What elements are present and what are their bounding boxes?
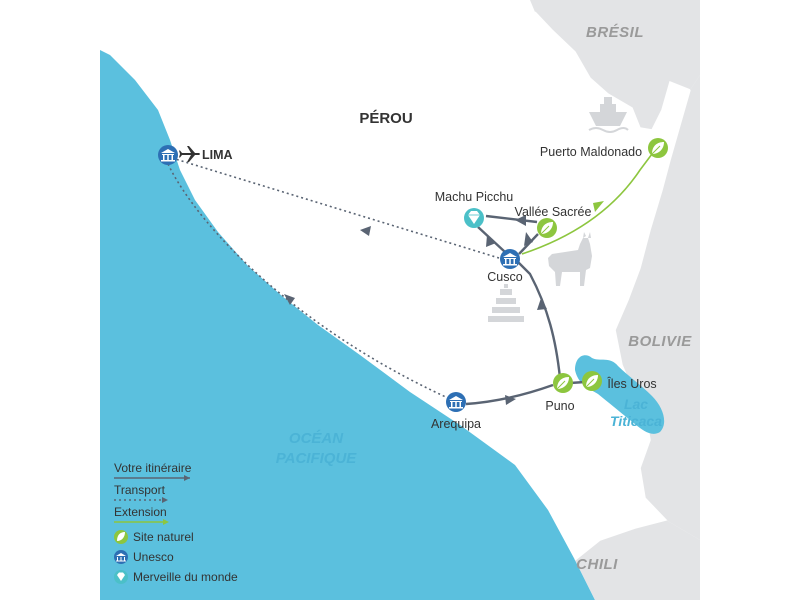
- border-line: [534, 11, 691, 131]
- legend-transport-arrow: [162, 497, 168, 503]
- legend-transport-label: Transport: [114, 483, 166, 497]
- lake-label: Lac: [624, 396, 648, 412]
- inca-ruins-icon: [488, 284, 524, 322]
- lake-label: Titicaca: [610, 413, 662, 429]
- place-label-puno: Puno: [545, 399, 574, 413]
- place-label-lima: LIMA: [202, 148, 233, 162]
- route-itinerary-vallee-machu: [485, 214, 538, 224]
- place-label-puerto-maldonado: Puerto Maldonado: [540, 145, 642, 159]
- country-label-brazil: BRÉSIL: [586, 24, 644, 41]
- boat-icon: [588, 97, 629, 133]
- route-extension-cusco-maldonado: [521, 149, 656, 255]
- unesco-icon: [158, 145, 178, 165]
- country-label-peru: PÉROU: [359, 110, 412, 127]
- direction-arrow: [284, 294, 295, 305]
- legend-extension-label: Extension: [114, 505, 167, 519]
- place-label-iles-uros: Îles Uros: [606, 376, 656, 391]
- brazil-region: [530, 0, 700, 130]
- place-label-machu-picchu: Machu Picchu: [435, 190, 514, 204]
- diamond-icon: [464, 208, 484, 228]
- direction-arrow: [593, 201, 604, 212]
- place-label-arequipa: Arequipa: [431, 417, 481, 431]
- leaf-icon: [537, 218, 557, 238]
- country-label-bolivia: BOLIVIE: [628, 333, 692, 350]
- bolivia-region: [615, 75, 700, 540]
- legend-extension-arrow: [163, 519, 169, 525]
- legend-wonder-label: Merveille du monde: [133, 570, 238, 584]
- place-label-vallee-sacree: Vallée Sacrée: [515, 205, 592, 219]
- legend-route-label: Votre itinéraire: [114, 461, 192, 475]
- direction-arrow: [537, 298, 547, 310]
- direction-arrow: [360, 226, 371, 236]
- route-itinerary-puno-cusco: [517, 261, 562, 379]
- unesco-icon: [500, 249, 520, 269]
- unesco-icon: [446, 392, 466, 412]
- direction-arrow: [486, 235, 496, 247]
- diamond-icon: [114, 570, 128, 584]
- direction-arrow: [524, 232, 533, 246]
- leaf-icon: [582, 371, 602, 391]
- legend-unesco-label: Unesco: [133, 550, 174, 564]
- airplane-icon: [179, 146, 200, 162]
- chile-region: [575, 520, 700, 600]
- leaf-icon: [114, 530, 128, 544]
- unesco-icon: [114, 550, 128, 564]
- pacific-ocean: [100, 50, 595, 600]
- route-transport-lima-arequipa: [167, 163, 449, 399]
- legend-route-arrow: [184, 475, 190, 481]
- direction-arrow: [505, 395, 516, 405]
- legend: Votre itinéraire Transport Extension Sit…: [114, 461, 238, 584]
- llama-icon: [548, 232, 592, 286]
- ocean-label: OCÉAN: [289, 430, 344, 447]
- legend-natural-site-label: Site naturel: [133, 530, 194, 544]
- country-label-chile: CHILI: [576, 556, 618, 573]
- leaf-icon: [553, 373, 573, 393]
- route-transport-lima-cusco: [171, 157, 500, 259]
- leaf-icon: [648, 138, 668, 158]
- direction-arrow: [515, 215, 526, 226]
- place-label-cusco: Cusco: [487, 270, 522, 284]
- ocean-label: PACIFIQUE: [276, 450, 358, 467]
